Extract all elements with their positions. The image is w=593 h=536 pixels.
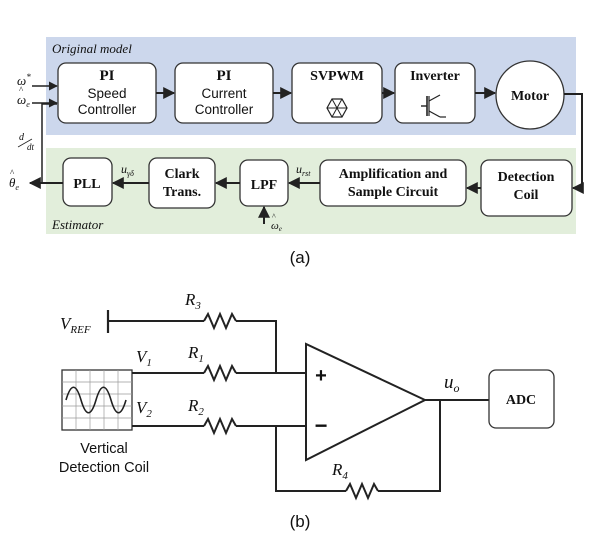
amplification-sample-block: Amplification and Sample Circuit: [319, 159, 467, 207]
svg-text:^: ^: [272, 212, 276, 221]
motor-block: Motor: [495, 60, 565, 130]
svg-text:uγδ: uγδ: [121, 162, 134, 178]
svg-text:VREF: VREF: [60, 314, 91, 336]
coil-label-line2: Detection Coil: [59, 460, 149, 476]
svg-text:Amplification and: Amplification and: [339, 167, 448, 182]
svg-text:V1: V1: [136, 347, 152, 369]
v1-label: V1: [136, 347, 152, 369]
u-rst-label: urst: [296, 162, 311, 178]
svg-text:SVPWM: SVPWM: [310, 69, 364, 84]
svg-text:Coil: Coil: [514, 188, 539, 203]
svg-text:PLL: PLL: [73, 177, 100, 192]
svg-text:θe: θe: [9, 175, 19, 192]
svg-text:^: ^: [19, 85, 24, 95]
svg-text:d: d: [19, 132, 25, 143]
v2-label: V2: [136, 398, 152, 420]
svg-text:urst: urst: [296, 162, 311, 178]
hexagon-icon: [326, 98, 348, 118]
svg-text:Motor: Motor: [511, 89, 549, 104]
svg-text:^: ^: [10, 168, 15, 178]
detection-coil-block: Detection Coil: [480, 159, 573, 217]
caption-a: (a): [290, 248, 311, 267]
svg-text:R2: R2: [187, 396, 204, 418]
svg-text:dt: dt: [27, 142, 35, 152]
svg-text:Speed: Speed: [87, 86, 126, 101]
clark-transform-block: Clark Trans.: [148, 157, 216, 209]
derivative-feedback-wire: [41, 103, 57, 183]
derivative-label: d dt: [17, 132, 35, 152]
r4-wire-left: [275, 426, 346, 492]
svg-text:LPF: LPF: [251, 178, 277, 193]
u-gamma-delta-label: uγδ: [121, 162, 134, 178]
r1-label: R1: [187, 343, 204, 365]
r4-label: R4: [331, 460, 348, 482]
adc-block: ADC: [488, 369, 555, 429]
igbt-icon: [421, 94, 446, 118]
svg-text:Controller: Controller: [78, 102, 137, 117]
resistor-r3: [203, 311, 237, 331]
estimator-label: Estimator: [51, 217, 104, 232]
svg-text:Controller: Controller: [195, 102, 254, 117]
pll-block: PLL: [62, 157, 113, 207]
svg-text:R3: R3: [184, 290, 201, 312]
resistor-r1: [203, 363, 237, 383]
omega-lpf-label: ωe ^: [271, 212, 282, 233]
svg-text:Sample Circuit: Sample Circuit: [348, 185, 439, 200]
theta-output-label: θe ^: [9, 168, 19, 192]
svg-text:Trans.: Trans.: [163, 185, 201, 200]
motor-to-coil-wire: [564, 93, 584, 194]
svg-text:Detection: Detection: [498, 170, 555, 185]
r2-label: R2: [187, 396, 204, 418]
figure-b: VREF R3 Vertical Detection Coil V1: [59, 290, 555, 531]
svg-text:PI: PI: [217, 68, 232, 84]
svg-text:V2: V2: [136, 398, 152, 420]
op-amp-minus: −: [315, 413, 328, 438]
omega-reference-input: ω*: [17, 72, 31, 88]
svpwm-block: SVPWM: [291, 62, 383, 124]
svg-text:ADC: ADC: [506, 393, 536, 408]
coil-label-line1: Vertical: [80, 441, 128, 457]
pi-speed-controller-block: PI Speed Controller: [57, 62, 157, 124]
svg-text:R4: R4: [331, 460, 348, 482]
svg-text:ω*: ω*: [17, 72, 31, 88]
svg-text:ωe: ωe: [271, 220, 282, 233]
output-uo-label: uo: [444, 372, 460, 395]
omega-estimate-input: ωe ^: [17, 85, 30, 109]
caption-b: (b): [290, 512, 311, 531]
svg-text:Clark: Clark: [165, 167, 200, 182]
svg-text:uo: uo: [444, 372, 460, 395]
r3-wire-right: [236, 320, 277, 373]
resistor-r2: [203, 416, 237, 436]
svg-text:PI: PI: [100, 68, 115, 84]
op-amp-plus: +: [315, 365, 327, 387]
svg-text:ωe: ωe: [17, 92, 30, 109]
lpf-block: LPF: [239, 159, 289, 207]
svg-text:Inverter: Inverter: [410, 69, 460, 84]
sine-wave-icon: [65, 386, 127, 414]
resistor-r4: [345, 481, 379, 501]
svg-text:R1: R1: [187, 343, 204, 365]
op-amp-triangle: [305, 342, 428, 462]
inverter-block: Inverter: [394, 62, 476, 124]
original-model-label: Original model: [52, 41, 132, 56]
r3-label: R3: [184, 290, 201, 312]
figure-a: Original model Estimator ω* ωe ^ PI Spee…: [9, 37, 584, 267]
r4-wire-right: [378, 400, 441, 492]
vertical-detection-coil: [61, 369, 133, 431]
pi-current-controller-block: PI Current Controller: [174, 62, 274, 124]
vref-label: VREF: [60, 314, 91, 336]
svg-text:Current: Current: [201, 86, 246, 101]
